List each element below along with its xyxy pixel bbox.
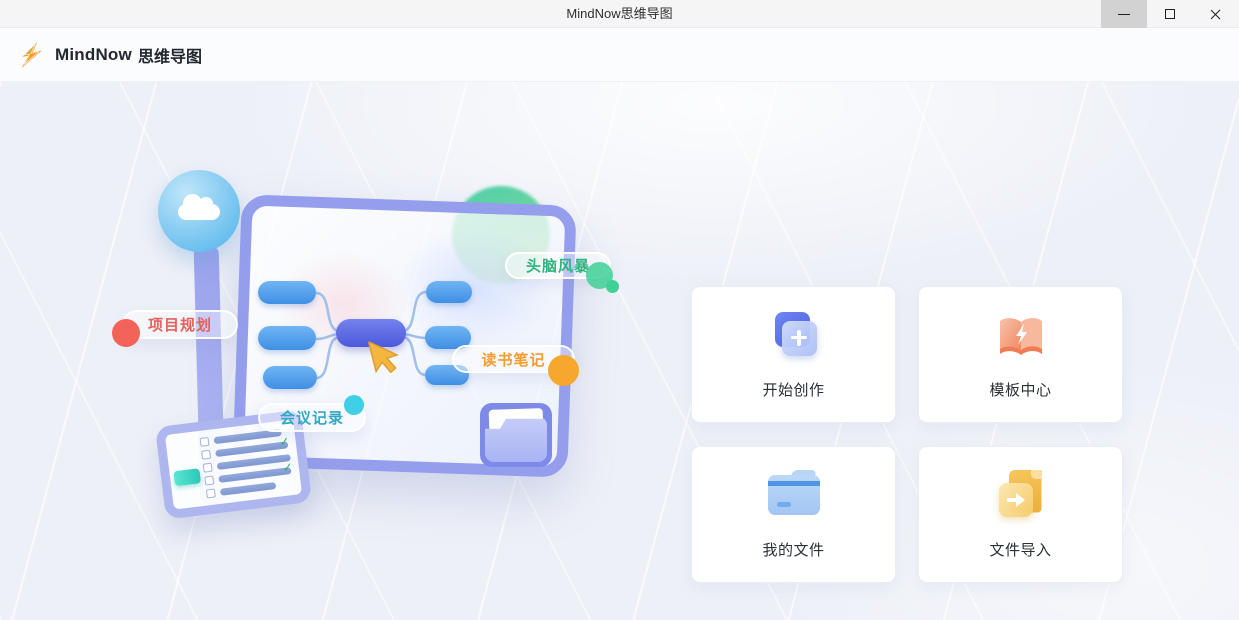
mindmap-node — [258, 281, 316, 304]
arrow-icon — [1006, 497, 1017, 502]
cloud-icon — [158, 170, 240, 252]
card-label: 模板中心 — [989, 381, 1052, 399]
tag-label: 读书笔记 — [481, 351, 546, 369]
minimize-icon — [1118, 13, 1130, 15]
tag-dot — [548, 355, 579, 386]
tag-meeting: 会议记录 — [258, 395, 366, 432]
close-icon — [1210, 8, 1223, 21]
tag-label: 会议记录 — [279, 410, 344, 427]
maximize-icon — [1165, 9, 1175, 19]
my-files-folder-icon — [767, 469, 821, 522]
titlebar[interactable]: MindNow思维导图 — [0, 0, 1239, 28]
hero-illustration: 头脑风暴 项目规划 读书笔记 会议记录 ✓ — [100, 150, 620, 570]
app-header: MindNow 思维导图 — [0, 28, 1239, 82]
cursor-icon — [367, 338, 404, 376]
card-label: 文件导入 — [989, 541, 1052, 559]
tag-reading: 读书笔记 — [452, 345, 579, 386]
import-doc-fold — [1030, 469, 1042, 479]
cloud-shape — [178, 194, 220, 220]
tag-dot — [606, 280, 619, 293]
check-icon: ✓ — [281, 459, 294, 475]
brand-name: MindNow — [55, 44, 132, 64]
tag-label: 项目规划 — [147, 317, 212, 334]
window-controls — [1101, 0, 1239, 28]
card-label: 开始创作 — [762, 381, 825, 399]
template-book-icon — [994, 310, 1048, 362]
checklist-bar — [219, 482, 277, 496]
maximize-button[interactable] — [1147, 0, 1193, 28]
card-template-center[interactable]: 模板中心 — [918, 286, 1123, 423]
checkbox-icon — [201, 449, 212, 460]
checkbox-icon — [199, 436, 210, 447]
tag-label: 头脑风暴 — [525, 258, 590, 275]
tag-dot — [344, 395, 364, 415]
mindmap-node — [258, 326, 316, 350]
app-logo-icon — [17, 40, 47, 70]
card-label: 我的文件 — [762, 541, 825, 559]
create-new-icon — [767, 310, 821, 362]
checkbox-icon — [205, 488, 216, 499]
tag-brainstorm: 头脑风暴 — [505, 252, 619, 293]
mindmap-node — [263, 366, 317, 389]
brand-suffix: 思维导图 — [137, 48, 202, 66]
mindmap-node — [425, 326, 471, 349]
tag-project: 项目规划 — [112, 310, 238, 347]
tag-dot — [112, 319, 140, 347]
file-import-icon — [994, 469, 1048, 522]
check-icon: ✓ — [278, 433, 291, 449]
minimize-button[interactable] — [1101, 0, 1147, 28]
folder-dash — [776, 502, 791, 507]
checkbox-icon — [204, 475, 215, 486]
folder-body — [767, 474, 820, 515]
main-area: 头脑风暴 项目规划 读书笔记 会议记录 ✓ — [0, 82, 1239, 620]
folder-icon — [477, 403, 555, 470]
folder-stripe — [767, 480, 820, 486]
checkbox-icon — [202, 462, 213, 473]
close-button[interactable] — [1193, 0, 1239, 28]
mindmap-node — [426, 281, 472, 303]
import-arrow-badge — [998, 482, 1033, 517]
card-file-import[interactable]: 文件导入 — [918, 446, 1123, 583]
card-start-create[interactable]: 开始创作 — [691, 286, 896, 423]
arrow-icon — [1015, 492, 1025, 507]
window-title: MindNow思维导图 — [566, 6, 673, 21]
checklist-root-node — [173, 468, 202, 487]
card-my-files[interactable]: 我的文件 — [691, 446, 896, 583]
action-cards: 开始创作 模板中心 — [691, 286, 1123, 583]
create-icon-plus — [781, 320, 817, 356]
